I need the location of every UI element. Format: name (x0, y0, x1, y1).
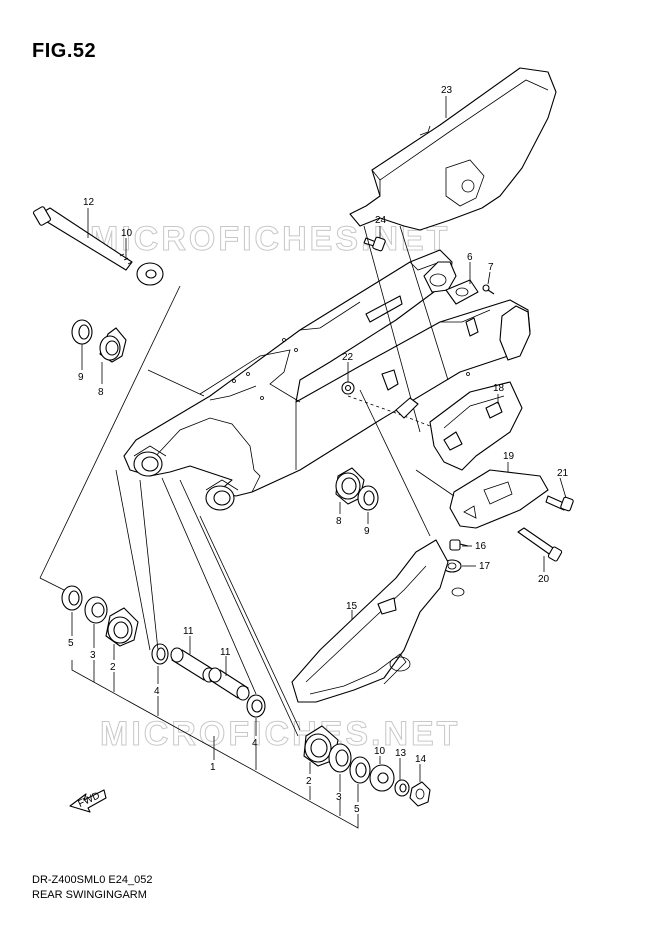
watermark-top: MICROFICHES.NET (90, 220, 450, 258)
chain-buffer-part-15 (291, 539, 465, 703)
chain-guide-part-18 (429, 381, 523, 471)
callout-3-left: 3 (90, 650, 96, 661)
callout-7: 7 (488, 262, 494, 273)
callout-18: 18 (493, 383, 505, 394)
callout-5-left: 5 (68, 638, 74, 649)
watermark-bottom: MICROFICHES.NET (100, 715, 460, 753)
callout-21: 21 (557, 468, 569, 479)
spacer-part-11-b (208, 667, 250, 701)
callout-4-left: 4 (154, 686, 160, 697)
seal-part-9-right (357, 485, 379, 511)
screw-part-7 (482, 284, 495, 295)
callout-22: 22 (342, 352, 354, 363)
figure-caption: REAR SWINGINGARM (32, 889, 147, 901)
callout-9-right: 9 (364, 526, 370, 537)
callout-12: 12 (83, 197, 95, 208)
bolt-part-20 (517, 527, 563, 562)
callout-10-bottom: 10 (374, 746, 386, 757)
callout-11-b: 11 (220, 647, 231, 658)
seal-part-3-left (84, 596, 108, 624)
bearing-part-8-left (99, 327, 127, 363)
callout-3-right: 3 (336, 792, 342, 803)
washer-part-13 (394, 779, 410, 797)
spacer-part-11-a (170, 647, 216, 683)
callout-16: 16 (475, 541, 487, 552)
callout-4-right: 4 (252, 738, 258, 749)
bearing-part-2-left (105, 607, 139, 647)
callout-2-right: 2 (306, 776, 312, 787)
fwd-arrow-icon (69, 789, 107, 813)
figure-title: FIG.52 (32, 40, 97, 62)
callout-8-right: 8 (336, 516, 342, 527)
callout-13: 13 (395, 748, 407, 759)
washer-part-10-bottom (369, 764, 395, 792)
callout-14: 14 (415, 754, 427, 765)
seal-part-9-left (71, 319, 93, 345)
callout-15: 15 (346, 601, 358, 612)
plate-part-6 (445, 279, 479, 305)
nut-part-22 (341, 381, 355, 395)
washer-part-5-left (61, 585, 83, 611)
callout-17: 17 (479, 561, 491, 572)
callout-20: 20 (538, 574, 550, 585)
callout-11-a: 11 (183, 626, 194, 637)
callout-24: 24 (375, 215, 387, 226)
callout-8-left: 8 (98, 387, 104, 398)
callout-9-left: 9 (78, 372, 84, 383)
seal-part-4-left (151, 643, 169, 665)
callout-1: 1 (210, 762, 216, 773)
washer-part-10-top (136, 262, 164, 286)
guide-plate-part-19 (449, 469, 549, 529)
chain-case-part-23 (349, 67, 557, 231)
nut-part-14 (409, 781, 431, 807)
callout-6: 6 (467, 252, 473, 263)
callout-2-left: 2 (110, 662, 116, 673)
pivot-bolt-part-12 (32, 206, 133, 271)
washer-part-5-right (349, 756, 371, 784)
callout-19: 19 (503, 451, 515, 462)
callout-23: 23 (441, 85, 453, 96)
callout-10-top: 10 (121, 228, 133, 239)
model-code: DR-Z400SML0 E24_052 (32, 874, 153, 886)
seal-part-3-right (328, 743, 352, 773)
bolt-part-21 (545, 495, 574, 512)
leader-lines (39, 96, 567, 829)
seal-part-4-right (246, 694, 266, 718)
swingarm-part-1 (123, 249, 531, 511)
bolt-part-16 (449, 539, 469, 551)
bearing-part-8-right (335, 467, 365, 505)
callout-5-right: 5 (354, 804, 360, 815)
bolt-part-24 (363, 236, 386, 252)
